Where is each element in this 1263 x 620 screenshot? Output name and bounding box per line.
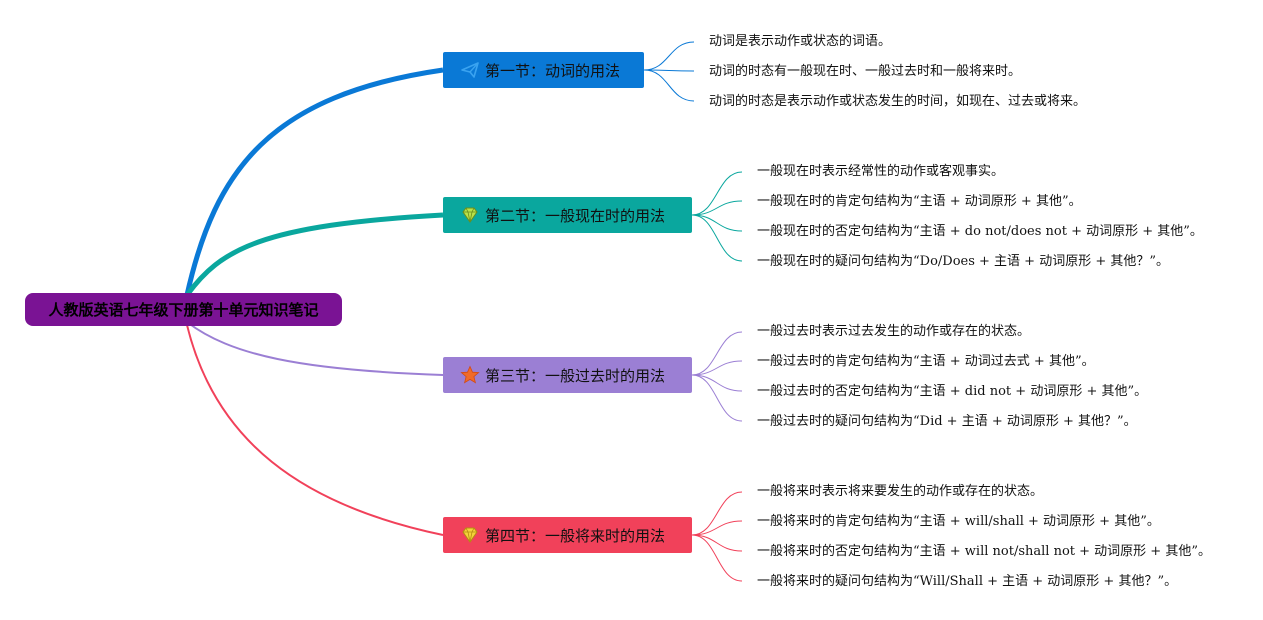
section-topic-2[interactable]: 第二节：一般现在时的用法 (443, 197, 692, 233)
leaf-connector-3-1 (691, 331, 743, 376)
note-3-2: 一般过去时的肯定句结构为“主语 + 动词过去式 + 其他”。 (757, 354, 1095, 369)
note-3-3: 一般过去时的否定句结构为“主语 + did not + 动词原形 + 其他”。 (757, 384, 1148, 399)
star-icon (459, 364, 481, 386)
paper-plane-icon (459, 59, 481, 81)
diamond-icon (459, 204, 481, 226)
connector-root-section-3 (186, 321, 444, 376)
note-2-1: 一般现在时表示经常性的动作或客观事实。 (757, 164, 1005, 179)
leaf-connector-3-3 (691, 374, 743, 392)
leaf-connector-2-3 (691, 214, 743, 232)
note-4-4: 一般将来时的疑问句结构为“Will/Shall + 主语 + 动词原形 + 其他… (757, 574, 1178, 589)
section-title: 第四节：一般将来时的用法 (485, 526, 666, 545)
note-2-2: 一般现在时的肯定句结构为“主语 + 动词原形 + 其他”。 (757, 194, 1082, 209)
leaf-connector-1-3 (643, 69, 695, 102)
root-title: 人教版英语七年级下册第十单元知识笔记 (48, 301, 319, 319)
section-topic-3[interactable]: 第三节：一般过去时的用法 (443, 357, 692, 393)
leaf-connector-1-2 (643, 69, 695, 72)
note-1-1: 动词是表示动作或状态的词语。 (709, 34, 892, 49)
note-1-2: 动词的时态有一般现在时、一般过去时和一般将来时。 (709, 64, 1022, 79)
note-2-4: 一般现在时的疑问句结构为“Do/Does + 主语 + 动词原形 + 其他？”。 (757, 254, 1170, 269)
note-3-1: 一般过去时表示过去发生的动作或存在的状态。 (757, 324, 1031, 339)
connector-root-section-1 (184, 67, 444, 296)
leaf-connectors (643, 41, 743, 582)
connector-root-section-4 (186, 324, 444, 536)
note-2-3: 一般现在时的否定句结构为“主语 + do not/does not + 动词原形… (757, 224, 1203, 239)
leaf-connector-4-3 (691, 534, 743, 552)
leaf-connector-1-1 (643, 41, 695, 71)
section-topic-1[interactable]: 第一节：动词的用法 (443, 52, 644, 88)
note-4-3: 一般将来时的否定句结构为“主语 + will not/shall not + 动… (757, 544, 1211, 559)
note-3-4: 一般过去时的疑问句结构为“Did + 主语 + 动词原形 + 其他？”。 (757, 414, 1137, 429)
leaf-connector-4-4 (691, 534, 743, 582)
section-title: 第三节：一般过去时的用法 (485, 366, 666, 385)
leaf-connector-2-4 (691, 214, 743, 262)
leaf-connector-4-1 (691, 491, 743, 536)
section-topic-4[interactable]: 第四节：一般将来时的用法 (443, 517, 692, 553)
note-1-3: 动词的时态是表示动作或状态发生的时间，如现在、过去或将来。 (709, 94, 1087, 109)
diamond-icon (459, 524, 481, 546)
leaf-connector-2-2 (691, 200, 743, 216)
leaf-connector-4-2 (691, 520, 743, 536)
connector-root-section-2 (184, 212, 444, 297)
root-topic[interactable]: 人教版英语七年级下册第十单元知识笔记 (25, 293, 342, 326)
leaf-connector-2-1 (691, 171, 743, 216)
leaf-connector-3-4 (691, 374, 743, 422)
leaf-connector-3-2 (691, 360, 743, 376)
section-title: 第一节：动词的用法 (485, 61, 621, 80)
section-title: 第二节：一般现在时的用法 (485, 206, 666, 225)
note-4-1: 一般将来时表示将来要发生的动作或存在的状态。 (757, 484, 1044, 499)
note-4-2: 一般将来时的肯定句结构为“主语 + will/shall + 动词原形 + 其他… (757, 514, 1160, 529)
